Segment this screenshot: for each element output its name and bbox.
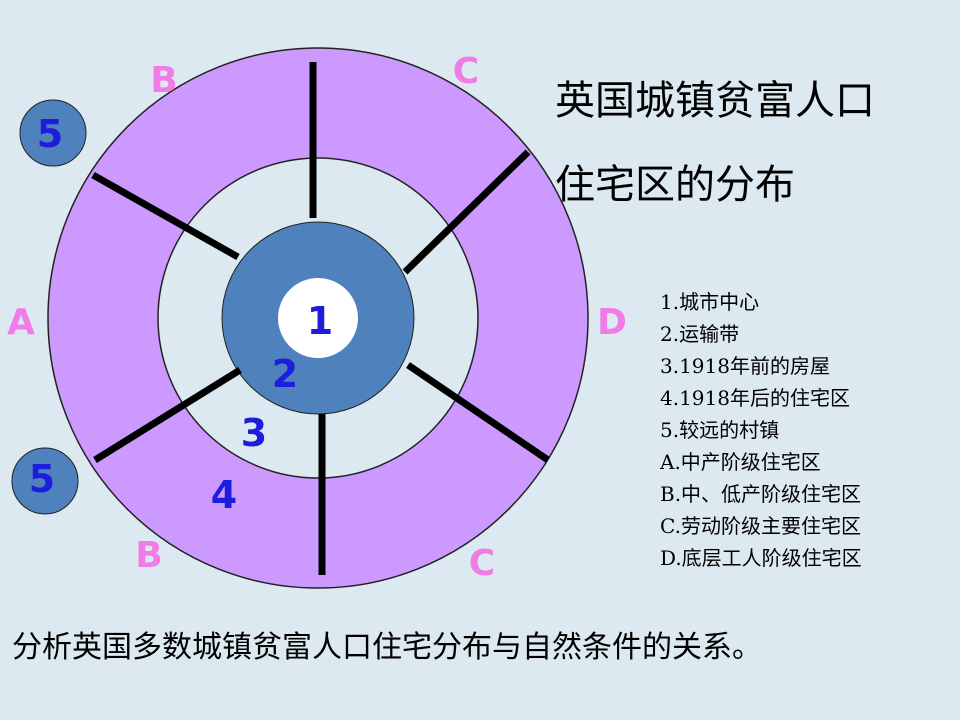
ring-number-5-bottom: 5 [29,457,55,501]
page-title-line-2: 住宅区的分布 [555,162,795,208]
legend-item: A.中产阶级住宅区 [660,450,821,474]
divider-line-lower-left [93,367,242,463]
divider-line-lower-right [406,362,550,463]
zone-label-c-bottom: C [469,543,495,584]
legend-item: 4.1918年后的住宅区 [660,386,850,410]
ring-number-2: 2 [272,352,298,396]
zone-label-c-top: C [453,51,479,92]
legend-item: 3.1918年前的房屋 [660,354,830,378]
divider-line-upper-left [91,171,240,261]
ring-number-4: 4 [211,473,237,517]
legend-item: B.中、低产阶级住宅区 [660,482,862,506]
page-title-line-1: 英国城镇贫富人口 [555,78,875,124]
divider-line-upper-right [402,149,531,275]
zone-label-b-top: B [150,60,177,101]
village-circle-top [19,99,87,167]
legend-item: D.底层工人阶级住宅区 [660,546,862,570]
ring-number-1: 1 [307,299,333,343]
question-text: 分析英国多数城镇贫富人口住宅分布与自然条件的关系。 [12,630,762,665]
zone-label-a: A [7,302,35,343]
legend-item: 5.较远的村镇 [660,418,780,442]
ring-number-5-top: 5 [37,112,63,156]
legend-item: C.劳动阶级主要住宅区 [660,514,861,538]
legend-item: 1.城市中心 [660,290,760,314]
village-circle-bottom [11,447,79,515]
ring-number-3: 3 [241,411,267,455]
zone-label-d: D [597,302,627,343]
city-zone-diagram: B C A D B C 1 2 3 4 5 5 [7,47,627,589]
legend-item: 2.运输带 [660,322,740,346]
legend-list: 1.城市中心 2.运输带 3.1918年前的房屋 4.1918年后的住宅区 5.… [660,286,862,574]
zone-label-b-bottom: B [135,535,162,576]
city-center [278,278,358,358]
